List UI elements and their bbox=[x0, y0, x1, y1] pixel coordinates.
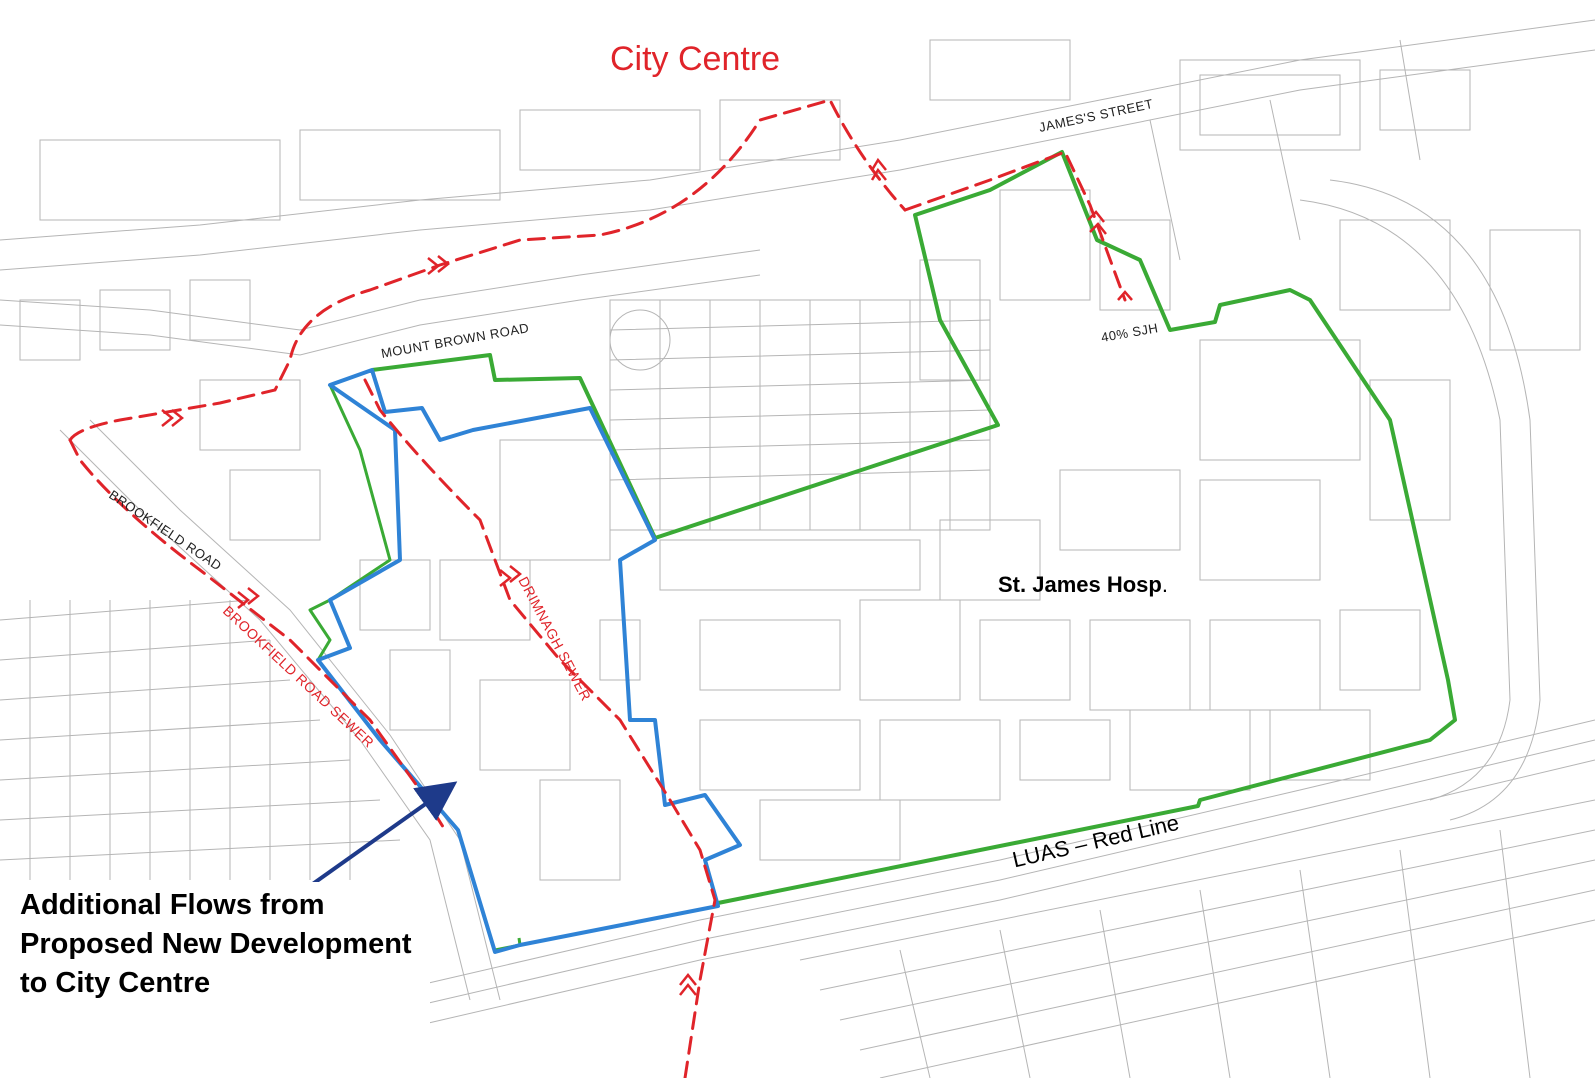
basemap-linework bbox=[0, 19, 1595, 1078]
flow-direction-chevron-icon bbox=[161, 157, 1133, 996]
hospital-boundary-west-segment bbox=[308, 368, 392, 661]
street-label-mount-brown-road: MOUNT BROWN ROAD bbox=[380, 320, 530, 361]
hospital-site-boundary bbox=[371, 150, 1457, 905]
city-centre-label: City Centre bbox=[610, 40, 781, 78]
flow-share-label: 40% SJH bbox=[1100, 320, 1159, 345]
sewer-label-drimnagh-sewer: DRIMNAGH SEWER bbox=[515, 574, 594, 704]
main-flow-route bbox=[68, 98, 907, 442]
james-street-route bbox=[903, 150, 1127, 302]
hospital-label: St. James Hosp. bbox=[998, 572, 1168, 598]
proposed-development-boundary bbox=[316, 368, 742, 954]
brookfield-road-sewer-route bbox=[68, 438, 447, 832]
street-label-brookfield-road: BROOKFIELD ROAD bbox=[106, 487, 224, 574]
callout-arrow-icon bbox=[298, 781, 458, 895]
callout-text: Additional Flows from Proposed New Devel… bbox=[20, 889, 412, 999]
hospital-label-text: St. James Hosp bbox=[998, 572, 1162, 597]
callout-background bbox=[0, 882, 430, 1078]
drimnagh-sewer-route bbox=[363, 378, 717, 1078]
hospital-label-suffix: . bbox=[1161, 572, 1168, 597]
sewer-routes bbox=[68, 98, 1127, 1078]
sewer-label-brookfield-road-sewer: BROOKFIELD ROAD SEWER bbox=[220, 602, 377, 750]
street-label-james-street: JAMES'S STREET bbox=[1038, 96, 1155, 135]
